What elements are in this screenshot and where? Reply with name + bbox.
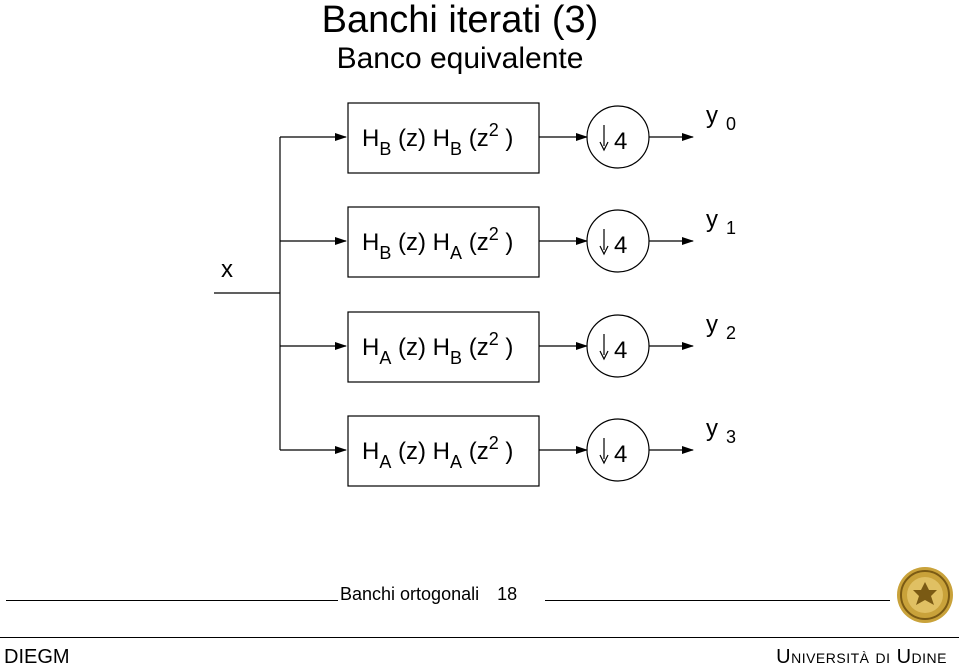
down-arrow-head: [599, 454, 609, 465]
filter-label-part: ): [499, 229, 514, 256]
down-arrow-head: [599, 350, 609, 361]
footer-title: Banchi ortogonali: [340, 584, 480, 604]
footer-bottom-rule: [0, 637, 959, 638]
filter-label-part: 2: [489, 433, 499, 453]
decimator-factor: 4: [614, 128, 627, 155]
filter-label-part: (z: [462, 229, 489, 256]
filter-label-part: A: [450, 452, 462, 472]
filter-label: HA (z) HB (z2 ): [362, 329, 513, 368]
filter-box: [347, 206, 540, 278]
footer-rule-left: [6, 600, 338, 601]
filter-label-part: 2: [489, 329, 499, 349]
page-title: Banchi iterati (3): [321, 0, 599, 41]
filter-label-part: B: [450, 348, 462, 368]
filter-label-part: H: [362, 438, 379, 465]
filter-label-part: A: [379, 348, 391, 368]
down-arrow-head: [599, 141, 609, 152]
filter-label-part: B: [379, 139, 391, 159]
filter-label-part: ): [499, 125, 514, 152]
filter-label-part: B: [450, 139, 462, 159]
filter-box: [347, 415, 540, 487]
filter-label-part: B: [379, 243, 391, 263]
filter-label: HB (z) HB (z2 ): [362, 120, 513, 159]
filter-label-part: (z) H: [391, 229, 450, 256]
filter-label-part: A: [379, 452, 391, 472]
footer-left-label: DIEGM: [4, 646, 70, 668]
input-label: x: [221, 256, 233, 283]
filter-label-part: ): [499, 334, 514, 361]
filter-label-part: (z) H: [391, 438, 450, 465]
filter-label-part: (z: [462, 334, 489, 361]
decimator-factor: 4: [614, 441, 627, 468]
decimator-factor: 4: [614, 337, 627, 364]
filter-label-part: (z) H: [391, 125, 450, 152]
filter-label: HB (z) HA (z2 ): [362, 224, 513, 263]
page-subtitle: Banco equivalente: [336, 42, 584, 75]
filter-box: [347, 102, 540, 174]
filter-label-part: H: [362, 125, 379, 152]
filter-label-part: (z) H: [391, 334, 450, 361]
footer-right-label: Università di Udine: [776, 646, 947, 668]
filter-label-part: 2: [489, 120, 499, 140]
down-arrow-head: [599, 245, 609, 256]
filter-label-part: 2: [489, 224, 499, 244]
footer-rule-right: [545, 600, 890, 601]
page-number: 18: [497, 584, 518, 604]
decimator-factor: 4: [614, 232, 627, 259]
filter-label-part: (z: [462, 125, 489, 152]
filter-label-part: A: [450, 243, 462, 263]
university-seal-icon: [897, 567, 953, 623]
footer-center: Banchi ortogonali 18: [340, 584, 517, 605]
filter-label-part: ): [499, 438, 514, 465]
filter-label-part: H: [362, 334, 379, 361]
filter-label: HA (z) HA (z2 ): [362, 433, 513, 472]
filter-box: [347, 311, 540, 383]
filter-label-part: H: [362, 229, 379, 256]
filter-label-part: (z: [462, 438, 489, 465]
